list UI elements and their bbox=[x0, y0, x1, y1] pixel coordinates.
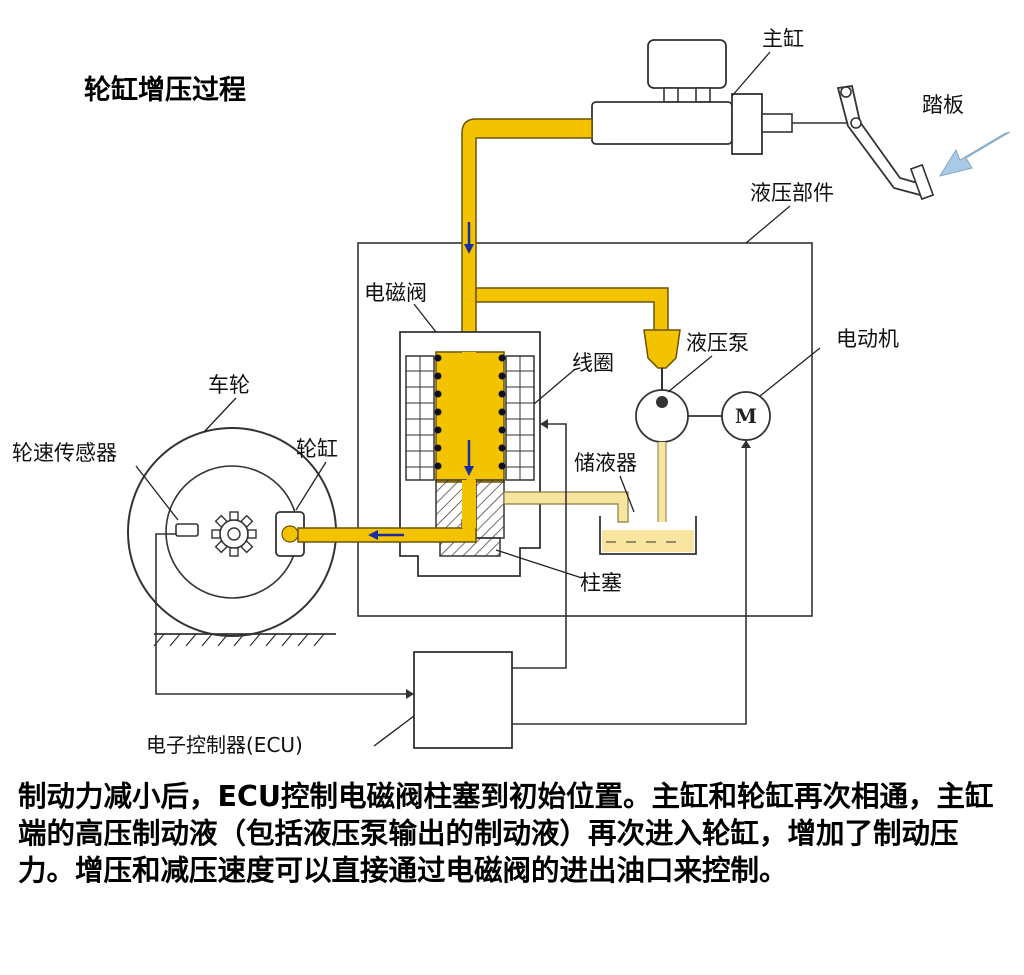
brake-pedal bbox=[836, 84, 935, 201]
motor: M bbox=[721, 391, 771, 441]
return-line bbox=[503, 491, 629, 523]
label-coil: 线圈 bbox=[572, 351, 614, 375]
label-solenoid-valve: 电磁阀 bbox=[364, 281, 427, 305]
hydraulic-unit-box bbox=[357, 242, 813, 617]
motor-signal-arrow-icon bbox=[741, 440, 751, 448]
sensor-leader bbox=[135, 465, 179, 521]
pedal-force-arrow-icon bbox=[938, 131, 1011, 177]
motor-leader bbox=[759, 347, 821, 397]
ecu-leader bbox=[373, 715, 415, 747]
label-reservoir: 储液器 bbox=[574, 451, 637, 475]
wheel-speed-sensor bbox=[175, 523, 199, 537]
wheel-cylinder-leader bbox=[295, 461, 327, 511]
ecu-wiring bbox=[155, 423, 747, 725]
motor-symbol: M bbox=[735, 404, 757, 428]
ecu-box bbox=[413, 651, 513, 749]
label-wheel-speed-sensor: 轮速传感器 bbox=[12, 441, 117, 465]
caption-text: 制动力减小后，ECU控制电磁阀柱塞到初始位置。主缸和轮缸再次相通，主缸端的高压制… bbox=[18, 780, 994, 887]
master-cylinder bbox=[591, 39, 852, 155]
hydraulic-pump bbox=[635, 329, 722, 522]
master-cylinder-leader bbox=[731, 51, 771, 97]
reservoir bbox=[599, 516, 697, 555]
label-motor: 电动机 bbox=[836, 327, 899, 351]
diagram-title: 轮缸增压过程 bbox=[84, 74, 246, 106]
label-plunger: 柱塞 bbox=[580, 571, 622, 595]
label-pump: 液压泵 bbox=[686, 331, 749, 355]
plunger-leader bbox=[495, 549, 583, 579]
hydraulic-unit-leader bbox=[745, 205, 791, 244]
coil-leader bbox=[533, 369, 575, 405]
label-master-cylinder: 主缸 bbox=[762, 27, 804, 51]
plunger-right bbox=[475, 479, 505, 539]
label-wheel: 车轮 bbox=[208, 373, 250, 397]
label-hydraulic-unit: 液压部件 bbox=[750, 181, 834, 205]
pump-leader bbox=[667, 355, 713, 393]
ecu-input-arrow-icon bbox=[406, 689, 414, 699]
solenoid-leader bbox=[413, 303, 437, 333]
brake-system-diagram: 轮缸增压过程 液压部件 主缸 踏板 bbox=[12, 27, 1011, 757]
flow-arrow-to-wheel bbox=[368, 530, 404, 540]
label-wheel-cylinder: 轮缸 bbox=[296, 437, 338, 461]
label-ecu: 电子控制器(ECU) bbox=[146, 733, 303, 757]
wheel-leader bbox=[203, 397, 237, 433]
label-pedal: 踏板 bbox=[922, 93, 964, 117]
reservoir-leader bbox=[619, 475, 635, 513]
tone-ring-gear-icon bbox=[211, 511, 257, 557]
coil-signal-arrow-icon bbox=[540, 419, 548, 429]
